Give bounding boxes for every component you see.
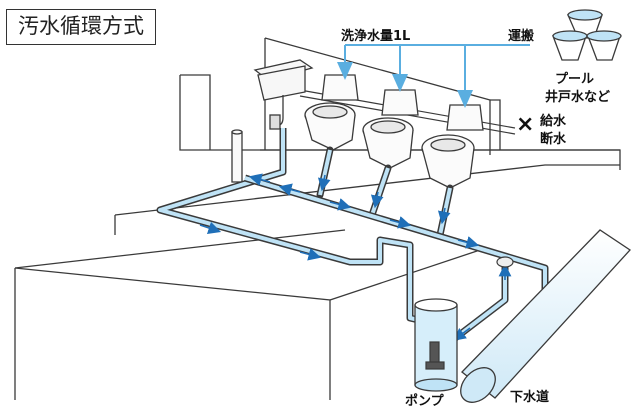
bucket-icon <box>586 30 622 61</box>
supply-lines <box>337 44 530 108</box>
well-water-label: 井戸水など <box>545 90 611 105</box>
pump-icon <box>425 341 445 370</box>
pump-tank <box>414 298 458 392</box>
pool-label: プール <box>555 72 595 87</box>
flow-arrows <box>199 173 552 341</box>
toilet-icon <box>362 89 419 169</box>
toilet-icon <box>421 104 484 189</box>
sewer-pipe-icon <box>460 229 631 403</box>
bucket-icon <box>552 30 588 61</box>
flush-volume-label: 洗浄水量1L <box>341 29 411 44</box>
valve-icon <box>496 256 514 268</box>
pump-label: ポンプ <box>405 394 444 409</box>
sink-icon <box>253 59 314 130</box>
cutoff-label: 断水 <box>540 132 567 147</box>
toilet-icon <box>304 74 359 151</box>
cross-mark: × <box>516 112 535 137</box>
page-title: 汚水循環方式 <box>6 9 156 45</box>
drain-pipes <box>156 128 549 345</box>
water-supply-label: 給水 <box>540 114 567 129</box>
sewer-label: 下水道 <box>510 390 550 405</box>
transport-label: 運搬 <box>508 29 535 44</box>
vent-pipe <box>231 129 243 183</box>
